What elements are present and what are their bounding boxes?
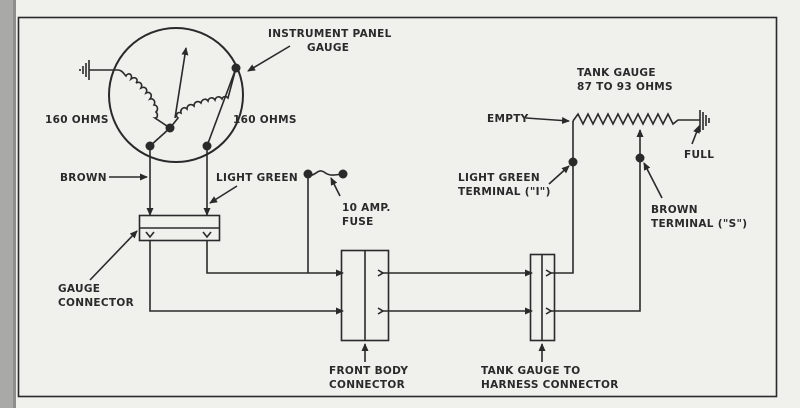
tank-ground-icon	[699, 110, 710, 132]
brown-wire-tank	[551, 129, 644, 312]
full-arrow	[691, 125, 700, 145]
gauge-connector-label-1: GAUGE	[58, 283, 100, 295]
page-edge-strip	[0, 0, 13, 408]
instrument-gauge-pointer-arrow	[247, 45, 291, 72]
front-body-connector-label-1: FRONT BODY	[329, 365, 408, 377]
light-green-terminal-dot	[568, 157, 578, 167]
fuse-label-2: FUSE	[342, 216, 374, 228]
instrument-panel-gauge-label-2: GAUGE	[307, 42, 349, 54]
light-green-terminal-arrow	[548, 165, 570, 185]
brown-terminal-label-1: BROWN	[651, 204, 698, 216]
tank-gauge-label-2: 87 TO 93 OHMS	[577, 81, 673, 93]
diagram-frame	[17, 16, 778, 398]
empty-arrow	[525, 117, 570, 125]
gauge-needle	[174, 47, 189, 119]
brown-terminal-dot	[635, 153, 645, 163]
brown-wire-mid	[149, 240, 344, 315]
light-green-label-arrow	[209, 185, 238, 204]
coil-terminal-node	[231, 63, 241, 73]
light-green-terminal-label-1: LIGHT GREEN	[458, 172, 540, 184]
front-body-connector	[340, 249, 390, 342]
tank-harness-connector-label-2: HARNESS CONNECTOR	[481, 379, 619, 391]
fuse-terminal-right	[338, 169, 348, 179]
instrument-panel-gauge-label-1: INSTRUMENT PANEL	[268, 28, 392, 40]
light-green-terminal-label-2: TERMINAL ("I")	[458, 186, 551, 198]
page-edge-shadow	[13, 0, 16, 408]
brown-terminal-label-2: TERMINAL ("S")	[651, 218, 747, 230]
light-green-wire-mid	[206, 240, 344, 277]
tank-harness-connector-label-1: TANK GAUGE TO	[481, 365, 580, 377]
tank-gauge-resistor	[572, 112, 700, 126]
right-coil-resistance-label: 160 OHMS	[233, 114, 297, 126]
gauge-connector-label-2: CONNECTOR	[58, 297, 134, 309]
left-coil-resistance-label: 160 OHMS	[45, 114, 109, 126]
brown-terminal-arrow	[643, 162, 663, 199]
gauge-housing-circle	[108, 27, 244, 163]
fuse-label-arrow	[330, 177, 341, 197]
pivot-node	[165, 123, 175, 133]
gauge-connector-arrow	[89, 230, 138, 281]
front-body-connector-label-2: CONNECTOR	[329, 379, 405, 391]
light-green-wire-tank	[551, 121, 574, 274]
gauge-connector	[138, 214, 221, 242]
fuse-terminal-left	[303, 169, 313, 179]
tank-harness-connector	[529, 253, 556, 342]
brown-wire-label: BROWN	[60, 172, 107, 184]
light-green-wire-label: LIGHT GREEN	[216, 172, 298, 184]
ground-icon	[79, 60, 118, 80]
fuse-link	[307, 170, 343, 177]
right-coil	[169, 67, 237, 129]
instrument-panel-gauge	[79, 27, 244, 163]
left-coil	[117, 69, 171, 129]
full-label: FULL	[684, 149, 714, 161]
fuse-label-1: 10 AMP.	[342, 202, 391, 214]
tank-gauge-label-1: TANK GAUGE	[577, 67, 656, 79]
empty-label: EMPTY	[487, 113, 529, 125]
